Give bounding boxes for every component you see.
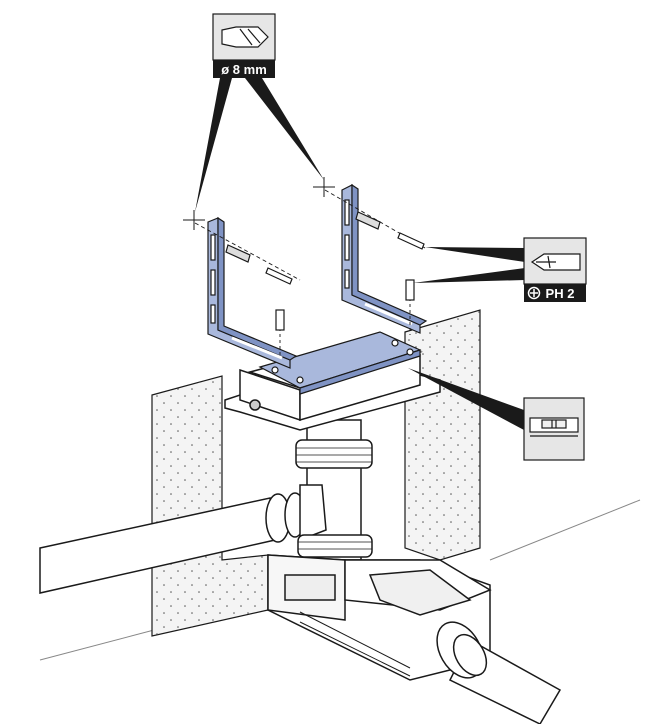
right-wall-bracket bbox=[341, 183, 428, 334]
screwdriver-size-label: PH 2 bbox=[546, 286, 575, 301]
right-outlet-pipe bbox=[436, 621, 562, 724]
screwdriver-callout-pointers bbox=[413, 247, 525, 283]
phillips-cross-icon bbox=[527, 286, 541, 300]
drill-size-label: ø 8 mm bbox=[221, 62, 267, 77]
drill-callout-pointers bbox=[195, 78, 324, 212]
floor-drain-body bbox=[267, 554, 492, 681]
vertical-pipe bbox=[295, 419, 373, 561]
screwdriver-callout: PH 2 bbox=[523, 237, 587, 302]
level-callout-pointer bbox=[408, 368, 524, 430]
left-wall-bracket bbox=[207, 216, 298, 369]
phillips-screwdriver-icon bbox=[530, 253, 581, 271]
wall-panel bbox=[151, 309, 481, 637]
wall-plugs-and-screws bbox=[194, 189, 426, 356]
spirit-level-icon bbox=[529, 417, 579, 437]
level-callout bbox=[523, 397, 585, 461]
drill-callout: ø 8 mm bbox=[212, 13, 276, 78]
drill-bit-icon bbox=[221, 26, 269, 48]
mounting-plate bbox=[258, 331, 422, 395]
drill-hole-marks bbox=[183, 177, 335, 230]
